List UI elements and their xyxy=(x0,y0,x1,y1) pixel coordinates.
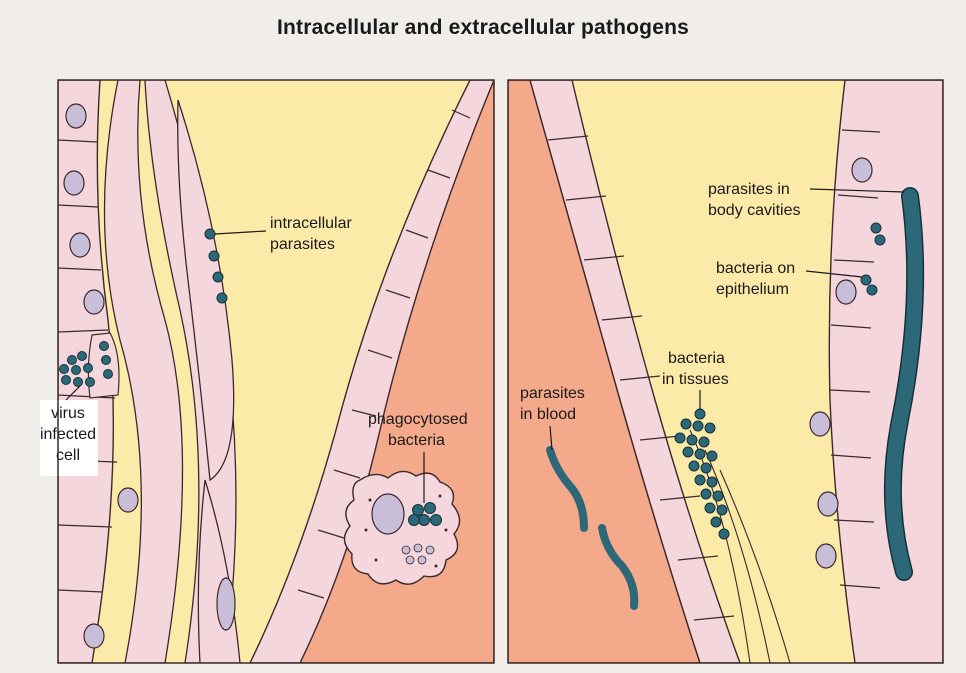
label-epithelium-line1: bacteria on xyxy=(716,260,795,277)
label-body-cavities-line1: parasites in xyxy=(708,181,790,198)
left-panel: intracellular parasites phagocytosed bac… xyxy=(58,80,494,663)
label-body-cavities-line2: body cavities xyxy=(708,202,801,219)
label-parasites-in-blood-line1: parasites xyxy=(520,385,585,402)
label-intracellular-parasites-line1: intracellular xyxy=(270,215,352,232)
label-phagocytosed-bacteria-line1: phagocytosed xyxy=(368,411,468,428)
label-virus-line3: cell xyxy=(56,447,80,464)
phagocyte-cell xyxy=(344,471,459,584)
right-epithelium xyxy=(829,80,943,663)
label-intracellular-parasites-line2: parasites xyxy=(270,236,335,253)
right-panel: parasites in blood bacteria in tissues p… xyxy=(508,80,943,663)
label-epithelium-line2: epithelium xyxy=(716,281,789,298)
label-bacteria-in-tissues-line1: bacteria xyxy=(668,350,725,367)
label-phagocytosed-bacteria-line2: bacteria xyxy=(388,432,445,449)
label-virus-line1: virus xyxy=(51,405,85,422)
phagocyte-nucleus xyxy=(372,494,404,534)
label-bacteria-in-tissues-line2: in tissues xyxy=(662,371,729,388)
label-parasites-in-blood-line2: in blood xyxy=(520,406,576,423)
elongated-cell-nucleus xyxy=(217,578,235,630)
label-virus-line2: infected xyxy=(40,426,96,443)
